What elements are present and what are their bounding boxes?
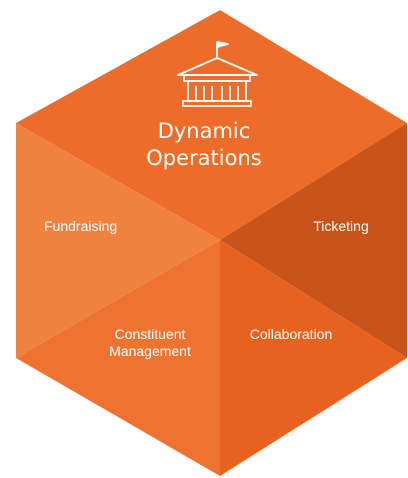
segment-label-ticketing: Ticketing [313, 218, 369, 234]
center-title: Dynamic Operations [146, 119, 262, 170]
bank-building-icon [177, 41, 258, 107]
collaboration-face [220, 240, 407, 476]
constituent-management-face [16, 240, 220, 476]
segment-label-fundraising: Fundraising [44, 218, 118, 234]
segment-label-constituent-management: Constituent Management [109, 326, 191, 359]
ticketing-face [220, 123, 407, 358]
segment-label-collaboration: Collaboration [249, 326, 333, 342]
fundraising-face [16, 123, 220, 358]
top-face [16, 10, 407, 240]
